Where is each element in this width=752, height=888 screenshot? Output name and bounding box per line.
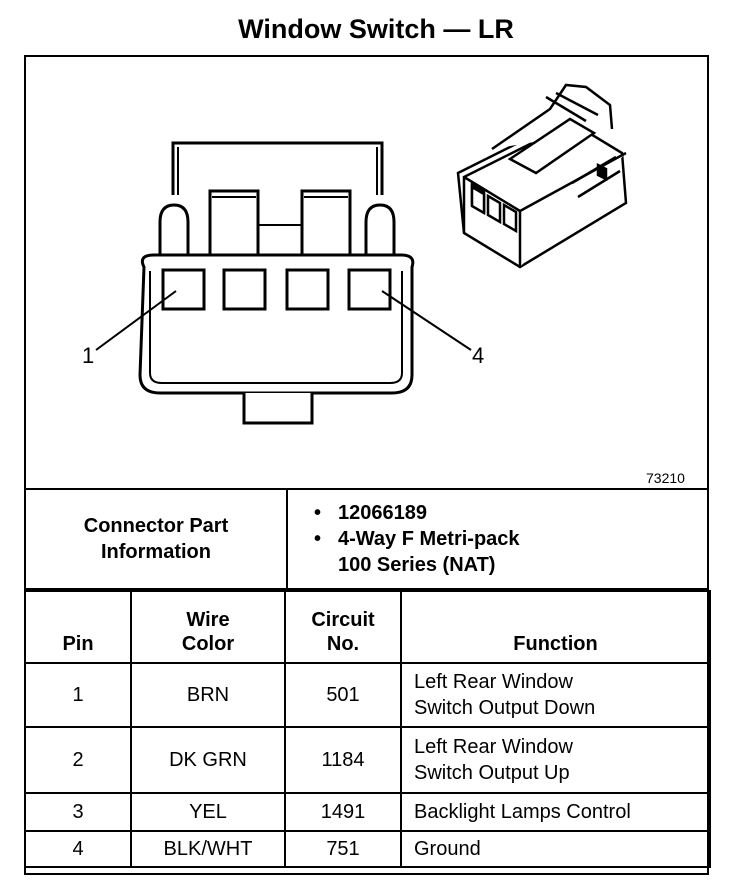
pin-table: Pin Wire Color Circuit No. Function 1 BR… (24, 590, 711, 868)
pin-table-header: Pin Wire Color Circuit No. Function (24, 590, 711, 664)
table-row: 2 DK GRN 1184 Left Rear Window Switch Ou… (24, 726, 711, 794)
cavity-1 (161, 268, 206, 311)
connector-part-info-label: Connector Part Information (24, 488, 288, 590)
header-wire-color: Wire Color (130, 590, 286, 664)
header-circuit: Circuit No. (284, 590, 402, 664)
callout-leader-4 (381, 290, 472, 351)
connector-iso-view (456, 83, 628, 269)
diagram-frame (24, 55, 709, 875)
cavity-2 (222, 268, 267, 311)
header-pin: Pin (24, 590, 132, 664)
figure-number: 73210 (646, 470, 685, 486)
connector-part-info-table: Connector Part Information 12066189 4-Wa… (24, 488, 709, 590)
connector-type: 4-Way F Metri-pack 100 Series (NAT) (314, 526, 707, 578)
cavity-4 (347, 268, 392, 311)
cavity-3 (285, 268, 330, 311)
table-row: 3 YEL 1491 Backlight Lamps Control (24, 792, 711, 832)
callout-pin-1: 1 (82, 343, 94, 368)
header-function: Function (400, 590, 711, 664)
connector-part-info-values: 12066189 4-Way F Metri-pack 100 Series (… (286, 488, 709, 590)
callout-leader-1 (95, 290, 177, 351)
connector-face-view (95, 141, 472, 425)
page-title: Window Switch — LR (238, 14, 514, 44)
part-number: 12066189 (314, 500, 707, 526)
connector-diagram: 1 4 73210 (82, 83, 685, 486)
table-row: 4 BLK/WHT 751 Ground (24, 830, 711, 868)
callout-pin-4: 4 (472, 343, 484, 368)
table-row: 1 BRN 501 Left Rear Window Switch Output… (24, 662, 711, 728)
